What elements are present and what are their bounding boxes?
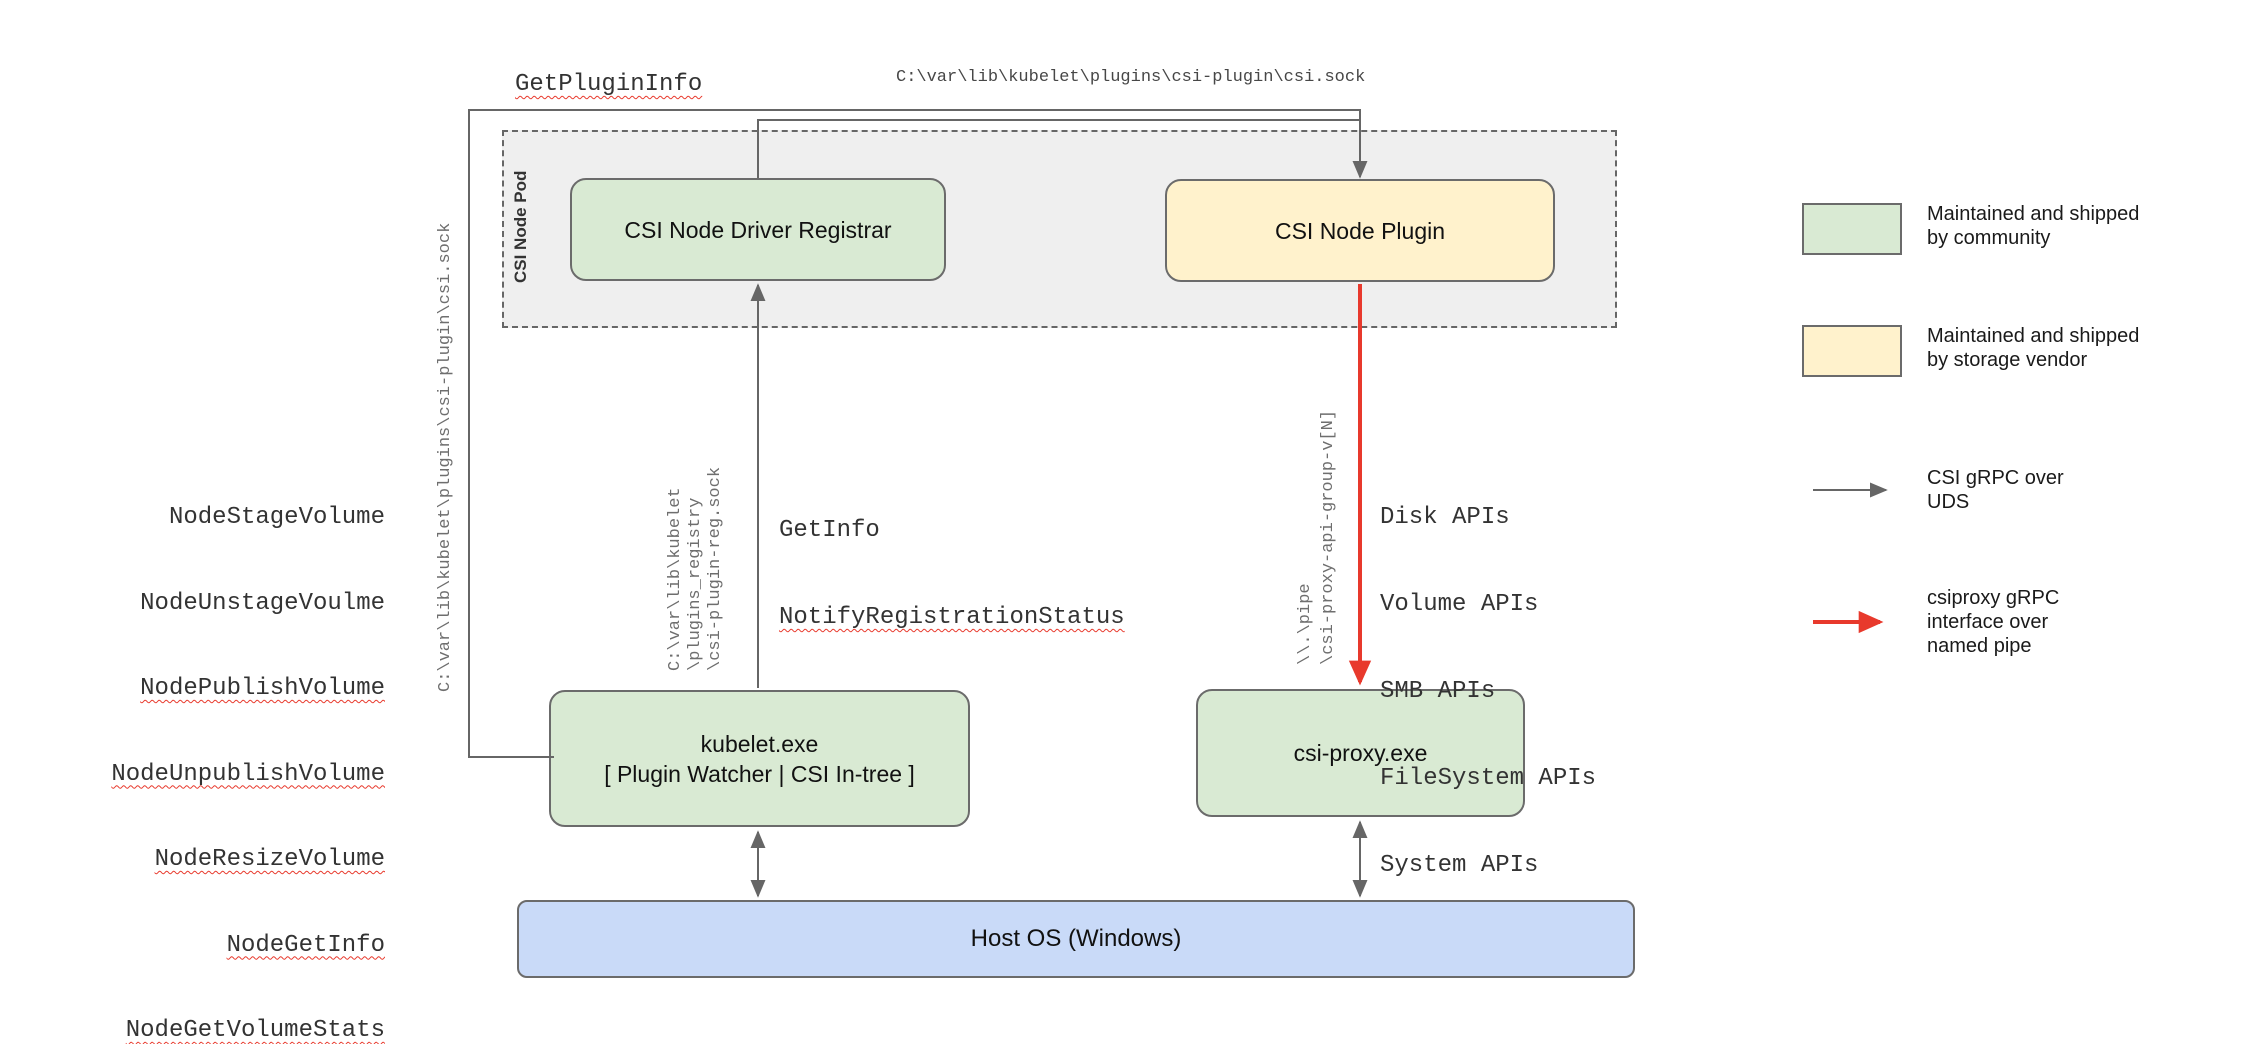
legend-swatch-community: [1802, 203, 1902, 255]
node-box-csi-node-driver-registrar: CSI Node Driver Registrar: [570, 178, 946, 281]
node-rpc-item: NodeUnpublishVolume: [111, 760, 385, 788]
registrar-rpc-list: GetInfo NotifyRegistrationStatus: [779, 458, 1125, 690]
csi-node-pod-label: CSI Node Pod: [511, 170, 530, 283]
label-csi-sock-path-top: C:\var\lib\kubelet\plugins\csi-plugin\cs…: [896, 68, 1366, 87]
notifyregistrationstatus-label: NotifyRegistrationStatus: [779, 604, 1125, 631]
registrar-label: CSI Node Driver Registrar: [624, 216, 892, 243]
proxy-api-list: Disk APIs Volume APIs SMB APIs FileSyste…: [1380, 445, 1596, 938]
proxy-api-item: System APIs: [1380, 852, 1539, 879]
node-rpc-item: NodeGetInfo: [226, 931, 385, 959]
node-box-csi-node-plugin: CSI Node Plugin: [1165, 179, 1555, 282]
node-rpc-item: NodeStageVolume: [168, 504, 385, 531]
node-rpc-item: NodeResizeVolume: [154, 846, 385, 873]
node-rpc-item: NodePublishVolume: [140, 675, 385, 702]
legend-uds-label: CSI gRPC over UDS: [1927, 467, 2064, 513]
node-rpc-list: NodeStageVolume NodeUnstageVoulme NodePu…: [85, 447, 385, 1044]
proxy-api-item: Volume APIs: [1380, 591, 1539, 618]
node-box-host-os: Host OS (Windows): [517, 900, 1635, 978]
proxy-api-item: Disk APIs: [1380, 504, 1510, 531]
host-os-label: Host OS (Windows): [970, 925, 1182, 952]
node-rpc-item: NodeGetVolumeStats: [125, 1017, 385, 1044]
label-getplugininfo: GetPluginInfo: [515, 71, 703, 98]
legend-vendor-label: Maintained and shipped by storage vendor: [1927, 325, 2140, 371]
label-csi-sock-path-vertical: C:\var\lib\kubelet\plugins\csi-plugin\cs…: [436, 222, 455, 692]
label-registrar-sock-path: C:\var\lib\kubelet \plugins_registry \cs…: [666, 466, 725, 671]
proxy-api-item: SMB APIs: [1380, 678, 1496, 705]
kubelet-label-line2: [ Plugin Watcher | CSI In-tree ]: [604, 760, 915, 787]
legend-swatch-vendor: [1802, 325, 1902, 377]
node-box-kubelet: kubelet.exe [ Plugin Watcher | CSI In-tr…: [549, 690, 970, 827]
plugin-label: CSI Node Plugin: [1274, 217, 1446, 244]
proxy-api-item: FileSystem APIs: [1380, 765, 1597, 792]
getinfo-label: GetInfo: [779, 517, 880, 544]
label-named-pipe-path: \\.\pipe \csi-proxy-api-group-v[N]: [1296, 409, 1338, 665]
node-rpc-item: NodeUnstageVoulme: [140, 589, 385, 617]
legend-community-label: Maintained and shipped by community: [1927, 203, 2140, 249]
kubelet-label-line1: kubelet.exe: [700, 730, 819, 757]
legend-namedpipe-label: csiproxy gRPC interface over named pipe: [1927, 587, 2060, 657]
